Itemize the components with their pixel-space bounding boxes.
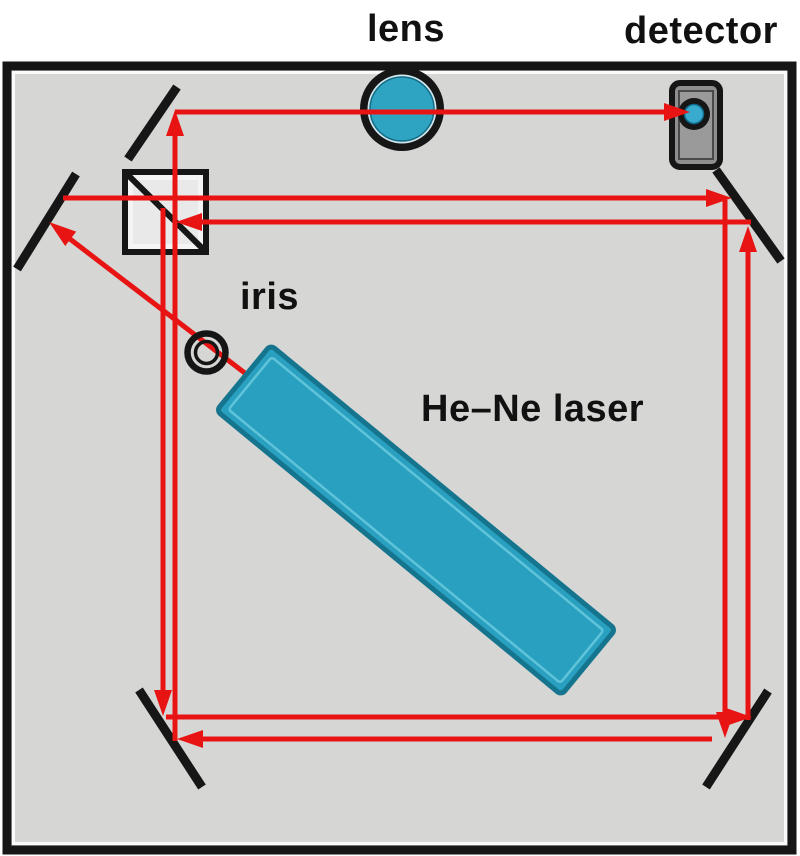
arrowhead-right-icon [664,103,690,121]
arrowhead-up-icon [166,110,184,136]
laser-label: He–Ne laser [421,388,645,430]
arrowhead-down-icon [154,690,172,716]
mirror-left-icon [13,171,80,272]
lens-label: lens [366,8,446,50]
detector-label: detector [624,10,778,52]
arrowhead-right-icon [706,189,732,207]
iris-label: iris [240,276,300,318]
mirror-bottom-right-icon [702,688,772,790]
mirror-top-left-icon [124,84,181,162]
arrowhead-up-icon [739,226,757,252]
arrowhead-left-icon [176,213,202,231]
beam-paths [49,103,757,748]
iris-icon [184,330,229,375]
he-ne-laser-icon [216,344,616,696]
beam-laser-to-left-mirror [68,237,252,379]
mirror-top-right-icon [712,167,785,264]
arrowhead-upleft-icon [49,222,77,246]
mirror-bottom-left-icon [135,687,206,790]
arrowhead-down-icon [716,712,734,738]
detector-icon [669,80,723,170]
lens-icon [360,67,444,151]
arrowhead-left-icon [177,730,203,748]
